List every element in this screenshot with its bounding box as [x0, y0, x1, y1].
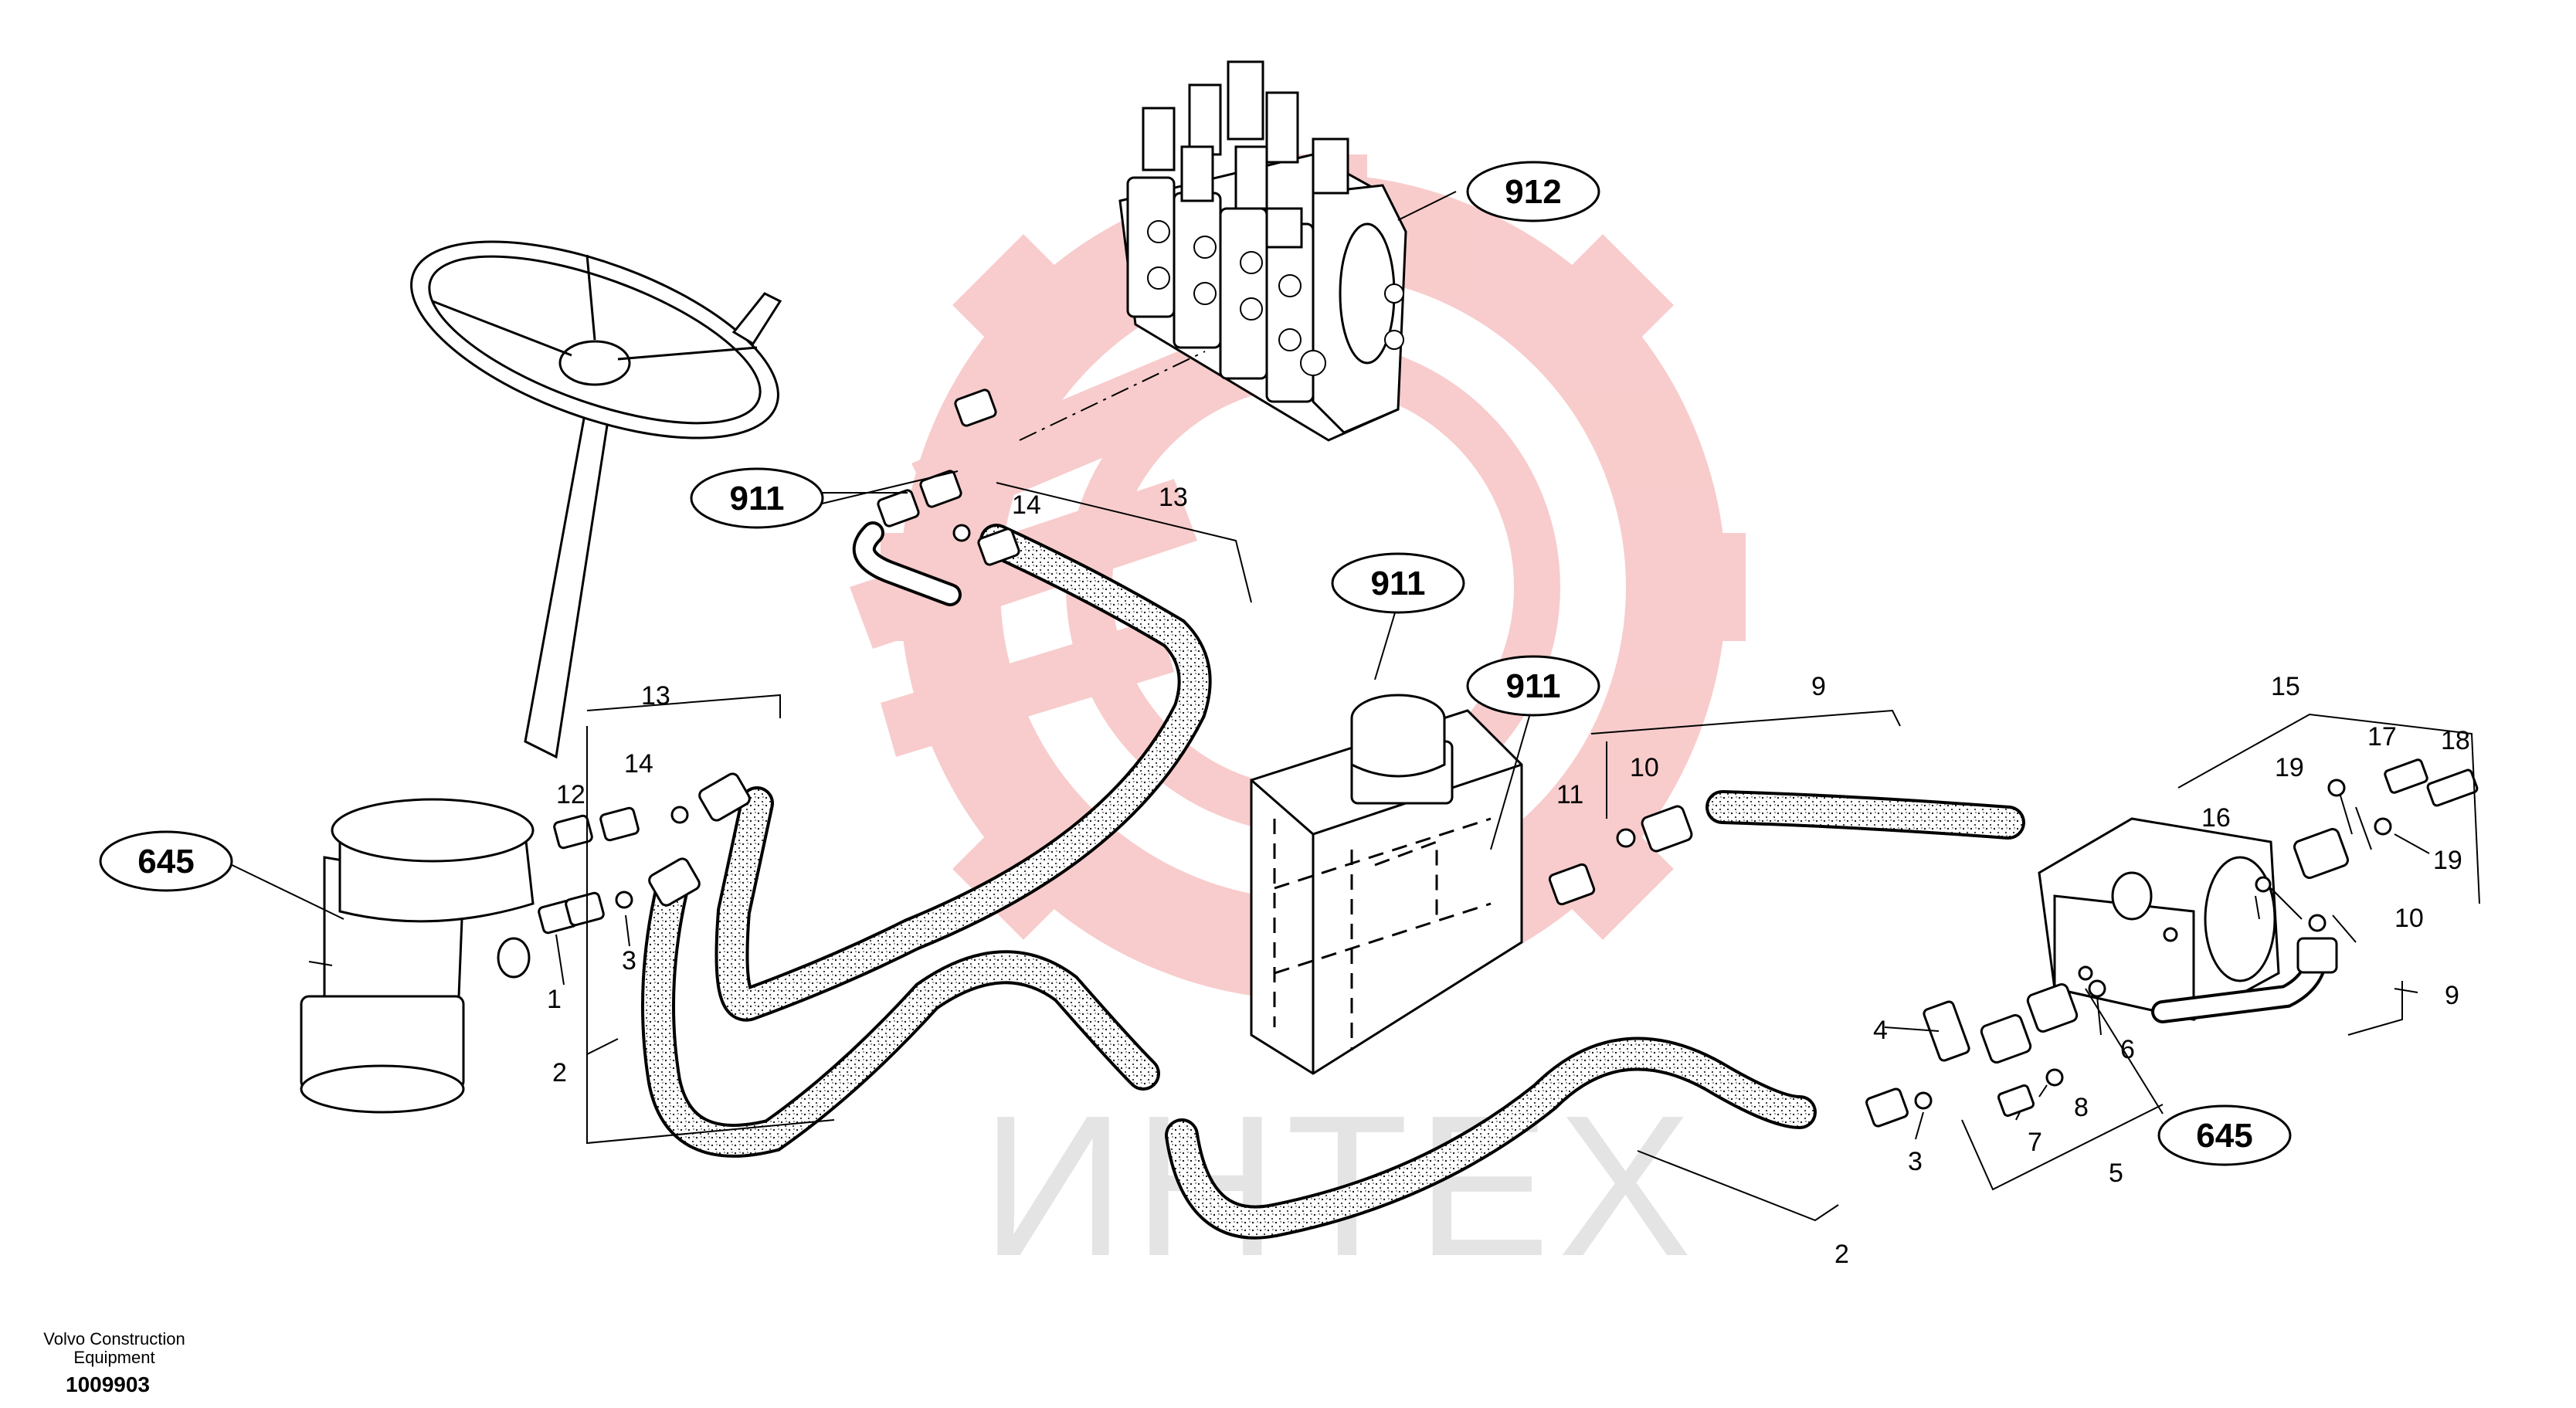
part-number: 10	[1630, 753, 1659, 782]
callout-645-right[interactable]: 645	[2157, 1104, 2292, 1166]
callout-645-left-label: 645	[137, 843, 194, 880]
part-number: 12	[556, 780, 585, 809]
steering-wheel-assembly	[410, 240, 782, 759]
hydraulic-tank	[1250, 694, 1523, 1075]
part-number: 3	[1908, 1147, 1923, 1176]
callout-645-right-label: 645	[2196, 1117, 2252, 1155]
part-number: 6	[2120, 1035, 2135, 1064]
part-number: 14	[1012, 490, 1041, 520]
callout-912-label: 912	[1505, 173, 1561, 211]
watermark-text: ИНТЕХ	[981, 1074, 1699, 1298]
part-number: 16	[2201, 803, 2231, 833]
company-name: Volvo Construction Equipment	[43, 1329, 185, 1367]
control-valve-block	[1118, 60, 1407, 442]
callout-645-left[interactable]: 645	[99, 830, 233, 892]
part-number: 9	[2445, 981, 2459, 1010]
part-number: 2	[1834, 1240, 1849, 1269]
callout-911-tank[interactable]: 911	[1331, 552, 1465, 614]
part-number: 9	[1811, 672, 1826, 701]
steering-unit-left	[300, 798, 535, 1114]
part-number: 3	[622, 946, 636, 975]
fittings	[538, 388, 2479, 1128]
part-number: 7	[2028, 1128, 2042, 1157]
callout-912[interactable]: 912	[1466, 161, 1600, 222]
part-number: 10	[2394, 904, 2424, 933]
callout-911-top-label: 911	[730, 480, 785, 517]
document-number: 1009903	[66, 1372, 151, 1396]
part-number: 13	[1159, 483, 1188, 512]
part-number: 13	[641, 681, 670, 711]
part-number: 14	[624, 749, 653, 779]
part-number: 18	[2441, 726, 2470, 755]
part-number: 17	[2367, 722, 2397, 751]
callout-911-tank-label: 911	[1371, 565, 1426, 602]
part-number: 11	[1556, 780, 1583, 809]
hoses	[641, 521, 2329, 1240]
part-number: 1	[547, 985, 562, 1014]
leader-lines	[223, 191, 2480, 1222]
callout-911-right[interactable]: 911	[1466, 655, 1600, 717]
part-numbers: 1 2 3 12 13 14 13 14 9 10 11 4 3 2 5 6 7…	[547, 483, 2470, 1269]
part-number: 15	[2271, 672, 2300, 701]
part-number: 19	[2275, 753, 2304, 782]
valve-port-centerline	[1019, 351, 1206, 441]
part-number: 8	[2074, 1093, 2089, 1122]
callout-911-right-label: 911	[1506, 667, 1561, 705]
part-number: 4	[1873, 1016, 1888, 1045]
part-number: 19	[2433, 846, 2462, 875]
part-number: 5	[2109, 1159, 2123, 1188]
callout-911-top[interactable]: 911	[690, 467, 824, 529]
part-number: 2	[552, 1058, 567, 1087]
pump-right	[2038, 817, 2280, 1021]
